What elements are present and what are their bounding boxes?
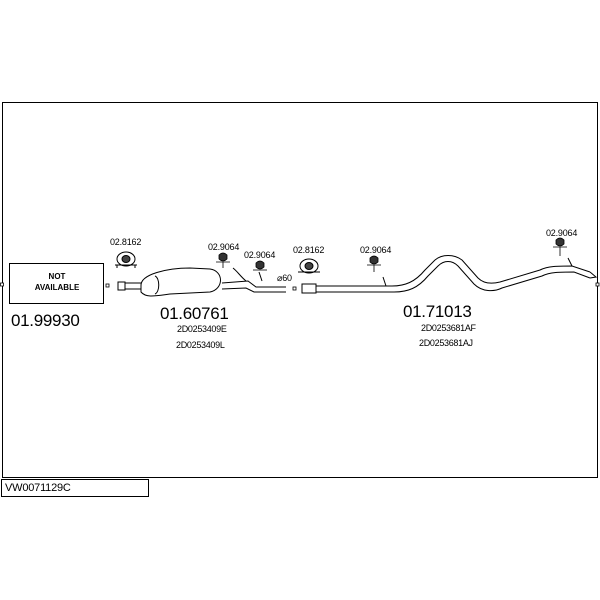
reference-box: VW0071129C [1,479,149,497]
rear-code-1: 2D0253681AF [421,323,477,333]
not-available-line-1: NOT [49,272,66,281]
middle-part-number: 01.60761 [160,304,229,323]
rear-code-2: 2D0253681AJ [419,338,473,348]
rubber-hanger-icon [367,255,381,272]
hanger-1-label: 02.9064 [208,242,239,252]
frame-left-marker [0,282,4,287]
middle-silencer [117,267,286,297]
clamp-2-label: 02.8162 [293,245,324,255]
rubber-hanger-icon [553,237,567,256]
pipe-diameter-label: ⌀60 [277,273,292,283]
clamp-icon [298,258,320,274]
not-available-line-2: AVAILABLE [35,283,80,292]
rear-pipe [301,255,598,294]
rear-part-number: 01.71013 [403,302,472,321]
front-part-number: 01.99930 [11,311,80,330]
hanger-2-label: 02.9064 [244,250,275,260]
clamp-icon [115,251,137,268]
middle-code-2: 2D0253409L [176,340,225,350]
clamp-1-label: 02.8162 [110,237,141,247]
frame-right-marker [595,282,600,287]
hanger-3-label: 02.9064 [360,245,391,255]
rubber-hanger-icon [253,260,267,271]
not-available-box [9,263,104,304]
reference-code: VW0071129C [5,482,71,494]
diagram-frame [2,102,598,478]
rubber-hanger-icon [216,252,230,268]
hanger-4-label: 02.9064 [546,228,577,238]
middle-code-1: 2D0253409E [177,324,227,334]
front-connector-marker [105,283,110,288]
connector-marker [292,286,297,291]
